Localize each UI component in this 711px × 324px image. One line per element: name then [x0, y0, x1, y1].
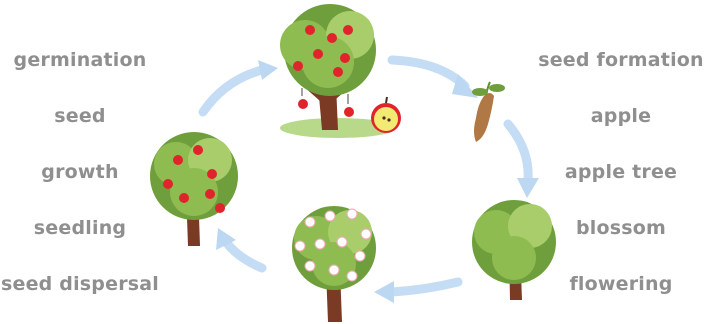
cut-apple-icon [371, 97, 401, 133]
cycle-arrow-top-right [392, 60, 478, 98]
flowering-tree-icon [292, 206, 376, 322]
fruiting-tree-icon [150, 132, 238, 246]
cycle-arrow-right-down [508, 124, 539, 198]
cycle-arrow-bottom-left [374, 281, 458, 303]
cycle-arrow-top-left [203, 60, 278, 112]
seedling-icon [472, 82, 505, 142]
young-tree-icon [472, 200, 556, 300]
cycle-arrow-left-up [216, 228, 262, 268]
